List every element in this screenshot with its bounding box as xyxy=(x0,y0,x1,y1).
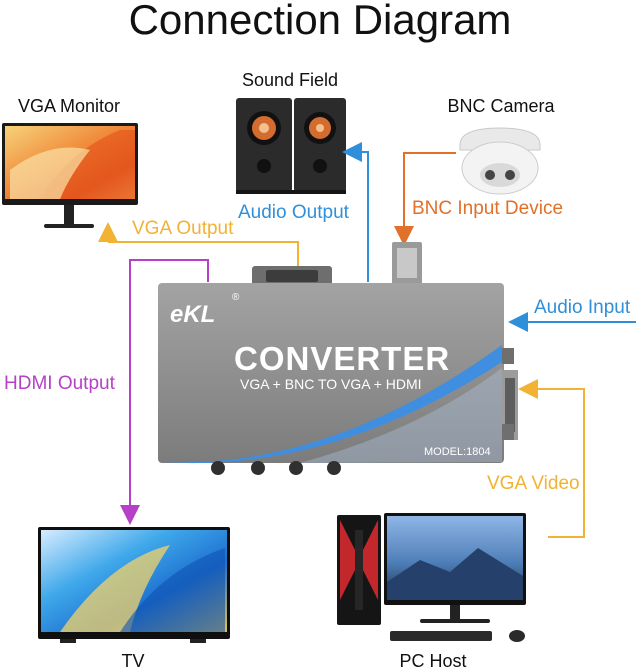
audio-output-label: Audio Output xyxy=(238,202,350,223)
bnc-input-line xyxy=(394,152,456,246)
tv xyxy=(38,527,230,643)
vga-monitor-label: VGA Monitor xyxy=(18,96,120,116)
converter-name: CONVERTER xyxy=(234,340,450,377)
bnc-camera xyxy=(459,127,541,195)
hdmi-output-label: HDMI Output xyxy=(4,373,116,394)
bnc-input-label: BNC Input Device xyxy=(412,198,563,219)
sound-field-speakers xyxy=(236,98,346,194)
vga-output-label: VGA Output xyxy=(132,218,234,239)
model-number: MODEL:1804 xyxy=(424,446,491,458)
audio-output-line xyxy=(342,142,369,282)
vga-monitor xyxy=(2,123,138,228)
audio-input-label: Audio Input xyxy=(534,297,631,318)
bnc-camera-label: BNC Camera xyxy=(447,96,555,116)
diagram-title: Connection Diagram xyxy=(129,0,512,43)
tv-label: TV xyxy=(121,651,144,671)
pc-host xyxy=(337,513,526,642)
pc-host-label: PC Host xyxy=(399,651,466,671)
vga-video-line xyxy=(518,379,585,538)
registered-mark: ® xyxy=(232,292,240,303)
sound-field-label: Sound Field xyxy=(242,70,338,90)
vga-video-label: VGA Video xyxy=(487,473,580,494)
brand-logo: eKL xyxy=(170,301,215,328)
vga-output-line xyxy=(108,241,299,268)
hdmi-output-line xyxy=(120,259,209,525)
converter-subtitle: VGA + BNC TO VGA + HDMI xyxy=(240,376,422,392)
converter-box xyxy=(158,242,518,475)
